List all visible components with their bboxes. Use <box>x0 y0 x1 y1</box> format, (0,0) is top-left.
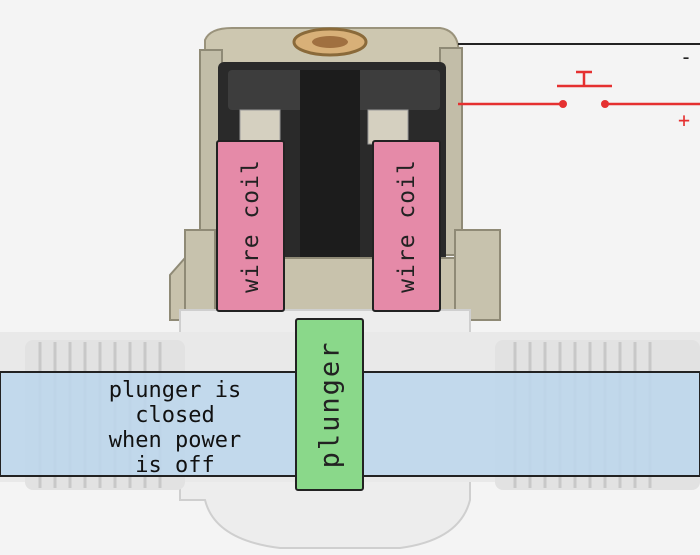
wire-coil-right-text: wire coil <box>393 159 420 293</box>
wire-coil-right-label: wire coil <box>372 140 441 312</box>
caption-line: is off <box>135 453 215 478</box>
wire-coil-left-label: wire coil <box>216 140 285 312</box>
plunger-text: plunger <box>314 340 346 469</box>
plunger-state-caption: plunger is closed when power is off <box>70 378 280 478</box>
wire-coil-left-text: wire coil <box>237 159 264 293</box>
caption-line: plunger is <box>108 378 242 403</box>
negative-terminal-label: - <box>680 45 693 69</box>
positive-terminal-label: + <box>678 108 691 132</box>
caption-line: closed <box>135 403 215 428</box>
caption-line: when power <box>108 428 242 453</box>
plunger-label: plunger <box>295 318 364 491</box>
